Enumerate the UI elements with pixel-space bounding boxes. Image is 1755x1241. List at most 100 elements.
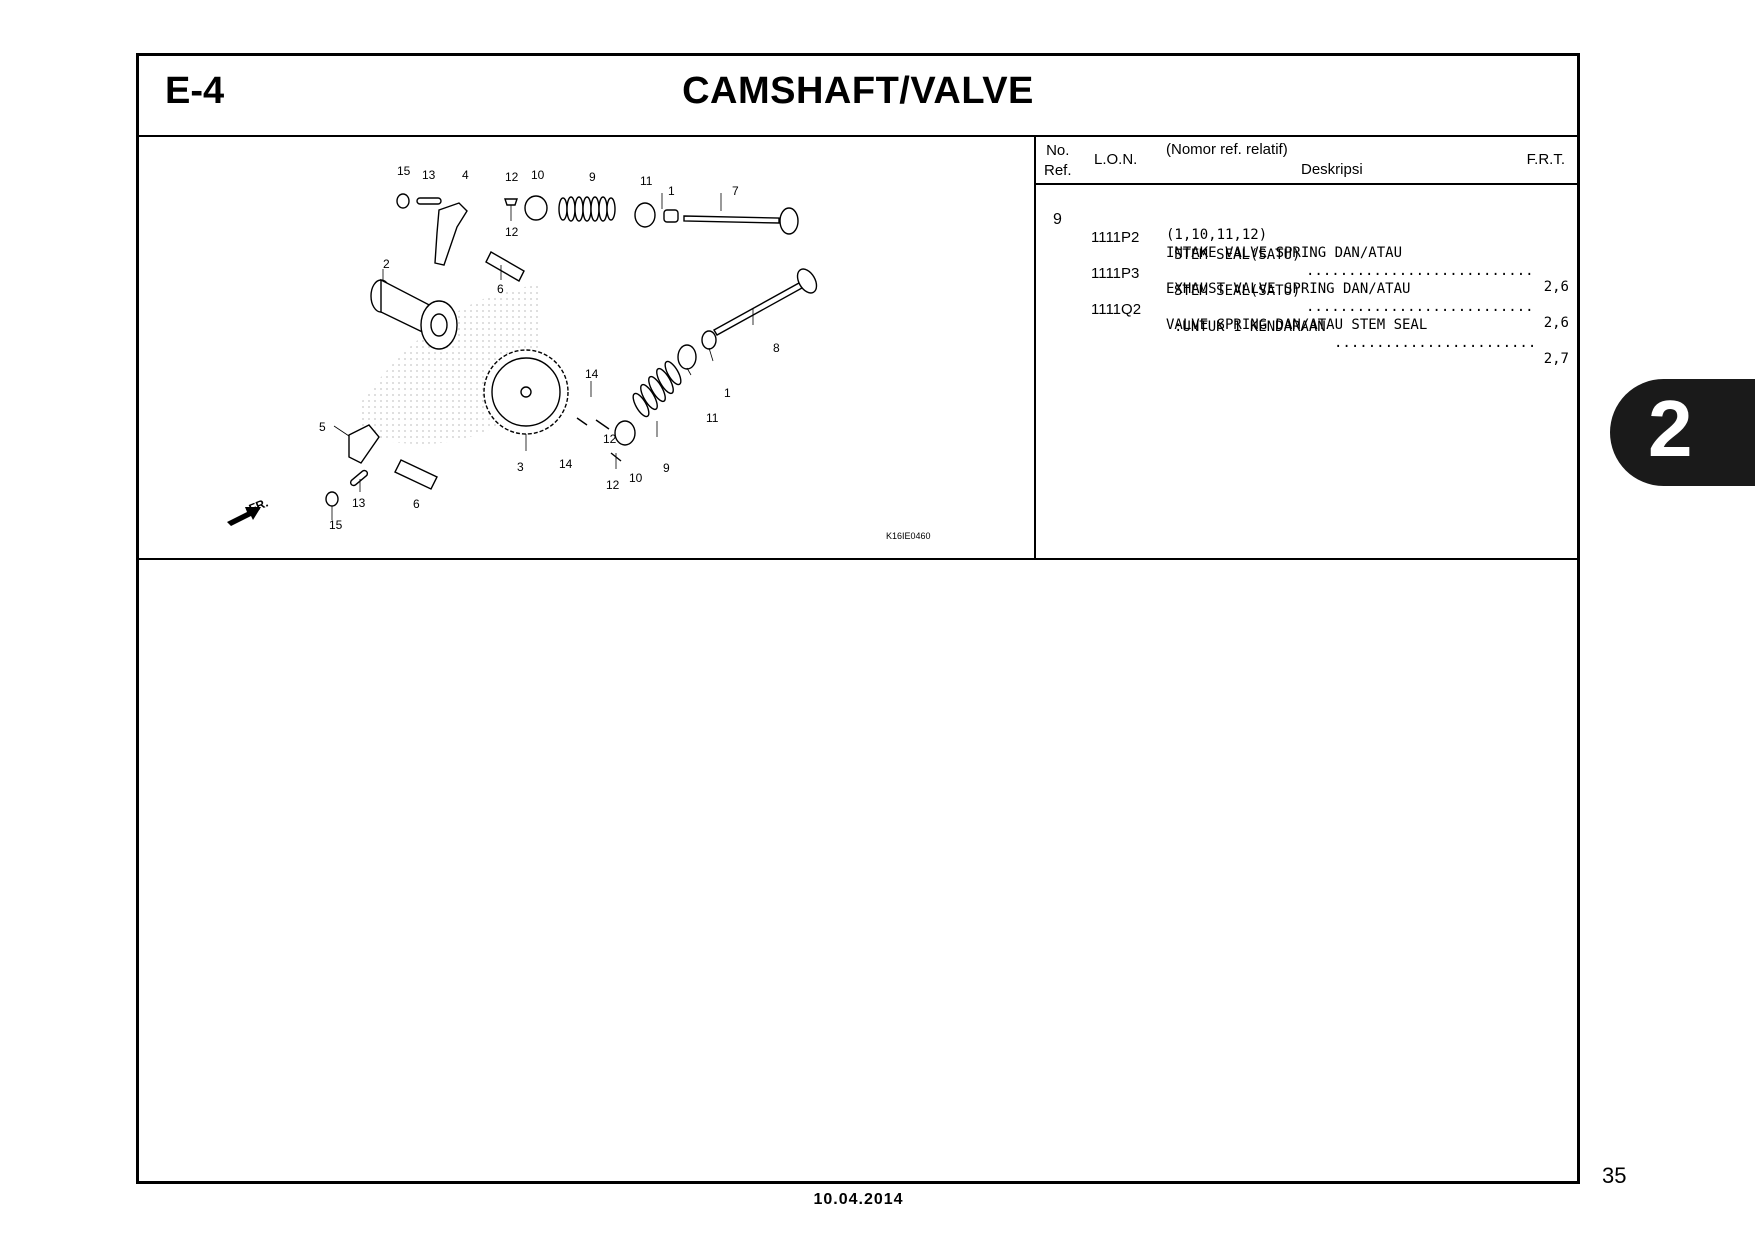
callout-label: 13 [422,168,436,182]
part-description: INTAKE VALVE SPRING DAN/ATAU [1166,245,1403,261]
callout-label: 10 [531,168,545,182]
callout-label: 11 [640,174,653,188]
table-row: STEM SEAL(SATU) ........................… [1036,231,1577,295]
part-14-bolt-b [595,419,610,430]
front-label: FR. [247,496,270,516]
part-description: EXHAUST VALVE SPRING DAN/ATAU [1166,281,1411,297]
relative-refs: (1,10,11,12) [1166,227,1268,243]
table-row: 1111P2 INTAKE VALVE SPRING DAN/ATAU [1036,213,1577,261]
callout-label: 8 [773,341,780,355]
leader-dots: ........................................… [1306,299,1533,315]
callout-label: 3 [517,460,524,474]
callout-label: 12 [603,432,617,446]
callout-label: 12 [606,478,620,492]
table-row: 1111P3 EXHAUST VALVE SPRING DAN/ATAU [1036,249,1577,297]
callout-label: 6 [497,282,504,296]
page-header: E-4 CAMSHAFT/VALVE [139,56,1577,137]
table-row: :UNTUK 1 KENDARAAN .....................… [1036,303,1577,367]
lon-code: 1111Q2 [1091,301,1142,318]
callout-label: 12 [505,225,519,239]
part-13-top [416,197,442,205]
frt-value: 2,6 [1543,279,1569,295]
part-14-bolt-a [576,417,588,426]
header-no: No. [1046,142,1070,159]
callout-label: 11 [706,411,719,425]
part-3-cam-gear-hub [520,386,532,398]
part-15-lower [325,491,339,507]
part-6-pin-lower [394,459,438,490]
part-description-cont: STEM SEAL(SATU) [1174,283,1301,299]
parts-drawing [325,193,818,507]
drawing-code: K16IE0460 [886,531,931,541]
callout-labels: 15 13 4 12 10 9 11 1 7 12 2 6 8 1 11 14 [319,164,780,532]
callout-label: 4 [462,168,469,182]
page-frame: E-4 CAMSHAFT/VALVE [136,53,1580,1184]
header-no-ref: No. Ref. [1044,141,1072,181]
part-15-top [396,193,410,209]
part-13-lower [349,469,369,487]
callout-label: 9 [663,461,670,475]
page-title: CAMSHAFT/VALVE [682,70,1034,112]
part-5-rocker-arm [348,424,380,464]
callout-label: 13 [352,496,366,510]
part-7-valve-head [779,207,799,235]
callout-label: 1 [724,386,731,400]
part-8-valve-head [796,268,818,294]
leader-dots: ........................................… [1334,335,1533,351]
part-1-lower [701,330,717,350]
part-10-top [524,195,548,221]
part-4-rocker-arm [434,202,468,266]
callout-label: 1 [668,184,675,198]
part-description-cont: STEM SEAL(SATU) [1174,247,1301,263]
front-arrow-icon: FR. [227,496,270,526]
part-9-spring-lower [632,360,682,418]
part-10-lower [614,420,636,446]
header-deskripsi: Deskripsi [1301,161,1363,178]
leader-lines [331,193,754,520]
callout-label: 2 [383,257,390,271]
callout-label: 9 [589,170,596,184]
section-code: E-4 [165,70,225,112]
print-date: 10.04.2014 [813,1191,904,1208]
table-row: 9 (1,10,11,12) [1036,195,1577,243]
callout-label: 15 [397,164,411,178]
header-nomor: (Nomor ref. relatif) [1166,141,1288,158]
lon-code: 1111P3 [1091,265,1140,282]
part-description-cont: :UNTUK 1 KENDARAAN [1174,319,1326,335]
exploded-diagram: 15 13 4 12 10 9 11 1 7 12 2 6 8 1 11 14 [139,135,1036,558]
part-8-valve-stem [713,282,803,336]
callout-label: 14 [559,457,573,471]
chapter-tab-label: 2 [1648,384,1693,473]
frt-value: 2,7 [1543,351,1569,367]
leader-dots: ........................................… [1306,263,1533,279]
callout-label: 15 [329,518,343,532]
part-7-valve-stem [683,215,780,224]
parts-table: No. Ref. L.O.N. (Nomor ref. relatif) Des… [1036,135,1577,558]
content-area: 15 13 4 12 10 9 11 1 7 12 2 6 8 1 11 14 [139,135,1577,560]
chapter-tab: 2 [1610,379,1755,486]
frt-value: 2,6 [1543,315,1569,331]
callout-label: 6 [413,497,420,511]
part-1-top [663,209,679,223]
callout-label: 10 [629,471,643,485]
part-11-top [634,202,656,228]
callout-label: 7 [732,184,739,198]
parts-table-header: No. Ref. L.O.N. (Nomor ref. relatif) Des… [1036,135,1577,185]
table-row: 1111Q2 VALVE SPRING DAN/ATAU STEM SEAL [1036,285,1577,333]
part-11-lower [677,344,697,370]
header-lon: L.O.N. [1094,151,1138,168]
ref-number: 9 [1053,211,1062,228]
diagram-svg: 15 13 4 12 10 9 11 1 7 12 2 6 8 1 11 14 [227,164,931,541]
part-12-top [504,198,518,206]
callout-label: 12 [505,170,519,184]
part-9-spring-top [558,196,616,222]
callout-label: 14 [585,367,599,381]
header-frt: F.R.T. [1526,151,1565,168]
part-6-pin-top [485,251,525,282]
part-description: VALVE SPRING DAN/ATAU STEM SEAL [1166,317,1428,333]
header-ref: Ref. [1044,162,1072,179]
callout-label: 5 [319,420,326,434]
table-row: STEM SEAL(SATU) ........................… [1036,267,1577,331]
part-2-camshaft [370,278,458,350]
lon-code: 1111P2 [1091,229,1140,246]
